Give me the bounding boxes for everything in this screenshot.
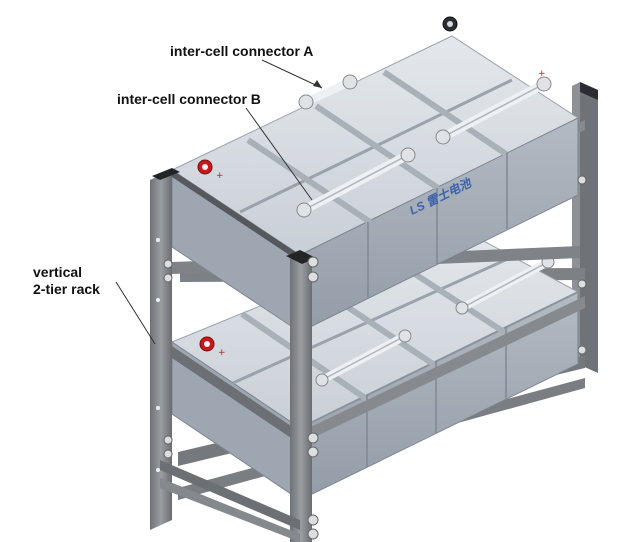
svg-text:+: + [538,69,546,79]
callout-rack-line1: vertical [33,264,83,280]
bolt-icon [398,329,412,343]
bolt-icon [536,76,552,92]
top-shelf-frame [172,82,598,262]
bolt-icon [315,373,329,387]
rack-front-post [286,250,319,542]
callout-connector-b: inter-cell connector B [117,91,261,107]
svg-text:+: + [218,348,226,358]
rack-base-frame [160,175,587,542]
bolt-icon [455,301,469,315]
callout-vertical-rack: vertical 2-tier rack [33,264,100,298]
bolt-icon [296,202,312,218]
leader-line-connector-b [245,107,313,201]
leader-line-connector-a [261,59,323,89]
upper-tier-batteries: + + LS 雷士电池 [170,16,580,333]
leader-lines [115,59,323,345]
bolt-icon [435,129,451,145]
callout-connector-a: inter-cell connector A [170,43,314,59]
bolt-icon [400,147,416,163]
bolt-icon [298,94,314,110]
svg-text:+: + [216,171,224,181]
leader-line-rack [115,281,156,345]
bolt-icon [342,74,358,90]
callout-rack-line2: 2-tier rack [33,281,100,297]
